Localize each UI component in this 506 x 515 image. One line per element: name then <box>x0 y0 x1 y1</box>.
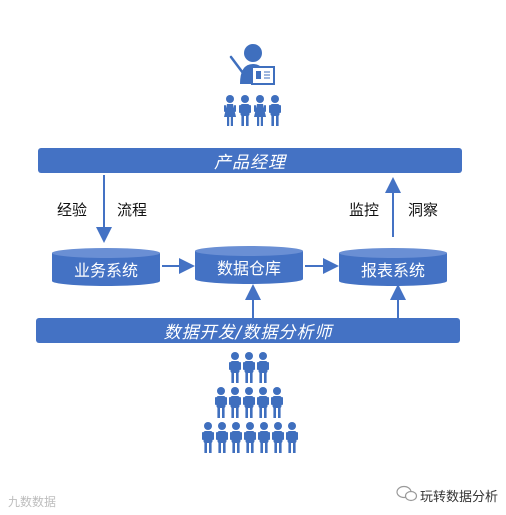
experience-label: 经验 <box>57 201 88 219</box>
process-label: 流程 <box>117 201 148 219</box>
person-icon <box>244 422 256 453</box>
brand-text: 玩转数据分析 <box>420 490 499 505</box>
insight-label: 洞察 <box>408 201 439 219</box>
product-manager-bar: 产品经理 <box>38 148 462 173</box>
person-icon <box>257 387 269 418</box>
person-icon <box>272 422 284 453</box>
board-icon <box>251 66 275 85</box>
cylinder-report <box>339 248 447 286</box>
person-icon <box>230 422 242 453</box>
person-icon <box>224 95 236 126</box>
cylinder-warehouse <box>195 246 303 284</box>
person-icon <box>215 387 227 418</box>
person-icon <box>257 352 269 383</box>
person-icon <box>258 422 270 453</box>
watermark-text: 九数数据 <box>8 495 57 509</box>
developer-analyst-bar: 数据开发/数据分析师 <box>36 318 460 343</box>
monitor-label: 监控 <box>349 201 380 219</box>
person-icon <box>229 352 241 383</box>
person-group-top <box>224 95 281 126</box>
person-icon <box>243 387 255 418</box>
person-icon <box>254 95 266 126</box>
person-icon <box>286 422 298 453</box>
data-warehouse-label: 数据仓库 <box>216 259 281 278</box>
person-icon <box>239 95 251 126</box>
report-system-label: 报表系统 <box>360 261 425 280</box>
cylinder-business <box>52 248 160 286</box>
developer-analyst-label: 数据开发/数据分析师 <box>163 323 333 343</box>
person-icon <box>271 387 283 418</box>
business-system-label: 业务系统 <box>73 261 138 280</box>
person-icon <box>202 422 214 453</box>
person-icon <box>216 422 228 453</box>
product-manager-label: 产品经理 <box>214 153 286 173</box>
person-group-pyramid <box>202 352 298 453</box>
person-icon <box>243 352 255 383</box>
person-icon <box>229 387 241 418</box>
person-icon <box>269 95 281 126</box>
wechat-icon <box>396 485 418 502</box>
